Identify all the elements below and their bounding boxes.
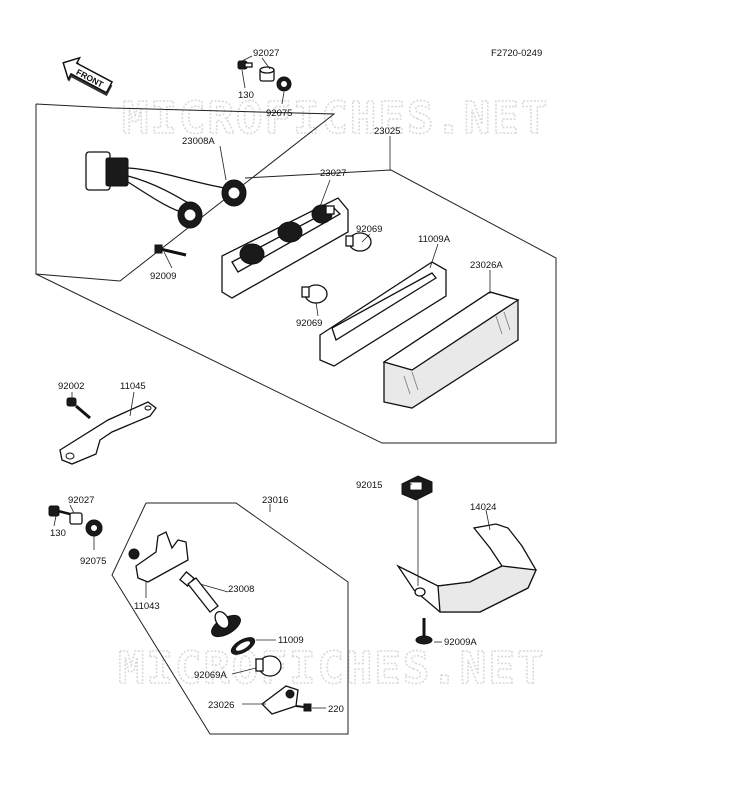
callout-23026: 23026	[208, 700, 234, 711]
callout-92075-bottom: 92075	[80, 556, 106, 567]
callout-92009: 92009	[150, 271, 176, 282]
callout-92009A: 92009A	[444, 637, 477, 648]
callout-23008: 23008	[228, 584, 254, 595]
bolt-92009A	[415, 618, 433, 645]
leader-lines	[53, 55, 491, 709]
callout-130-top: 130	[238, 90, 254, 101]
lens-23026	[261, 685, 299, 715]
callout-92069-bottom: 92069	[296, 318, 322, 329]
front-arrow-icon: FRONT	[62, 56, 113, 97]
socket-23008	[179, 571, 241, 638]
grommet-92075-bottom	[85, 519, 103, 537]
lamp-housing-23027	[221, 197, 349, 299]
bulb-92069-upper	[345, 232, 372, 252]
callout-92015: 92015	[356, 480, 382, 491]
assembly-frame-23025-right	[35, 169, 557, 444]
wiring-harness-23008A	[85, 151, 247, 229]
bulb-92069A	[255, 655, 282, 677]
figure-reference: F2720-0249	[491, 48, 542, 59]
collar-92027-bottom	[69, 512, 83, 525]
callout-23025: 23025	[374, 126, 400, 137]
callout-14024: 14024	[470, 502, 496, 513]
callout-92069A: 92069A	[194, 670, 227, 681]
cover-14024	[396, 523, 537, 613]
gasket-11009	[230, 637, 256, 655]
callout-11043: 11043	[134, 601, 160, 612]
nut-92015	[401, 475, 433, 501]
screw-220	[295, 703, 312, 712]
callout-23016: 23016	[262, 495, 288, 506]
assembly-frame-23016	[111, 502, 349, 735]
callout-23027: 23027	[320, 168, 346, 179]
bracket-11043	[128, 531, 189, 583]
bolt-130-top	[237, 60, 253, 70]
callout-11009: 11009	[278, 635, 304, 646]
bracket-11045	[59, 401, 157, 465]
bolt-130-bottom	[48, 505, 71, 517]
bolt-92002	[66, 397, 91, 420]
callout-92027-bottom: 92027	[68, 495, 94, 506]
callout-130-bottom: 130	[50, 528, 66, 539]
collar-92027-top	[259, 66, 275, 82]
callout-11009A: 11009A	[418, 234, 451, 245]
callout-23026A: 23026A	[470, 260, 503, 271]
callout-92002: 92002	[58, 381, 84, 392]
screw-92009	[154, 244, 187, 257]
callout-92069-top: 92069	[356, 224, 382, 235]
callout-92027-top: 92027	[253, 48, 279, 59]
callout-220: 220	[328, 704, 344, 715]
callout-92075-top: 92075	[266, 108, 292, 119]
watermark-top: MICROFICHES.NET	[122, 93, 549, 144]
bulb-92069-lower	[301, 284, 328, 304]
callout-11045: 11045	[120, 381, 146, 392]
callout-23008A: 23008A	[182, 136, 215, 147]
watermark-bottom: MICROFICHES.NET	[118, 643, 545, 694]
grommet-92075-top	[276, 76, 292, 92]
